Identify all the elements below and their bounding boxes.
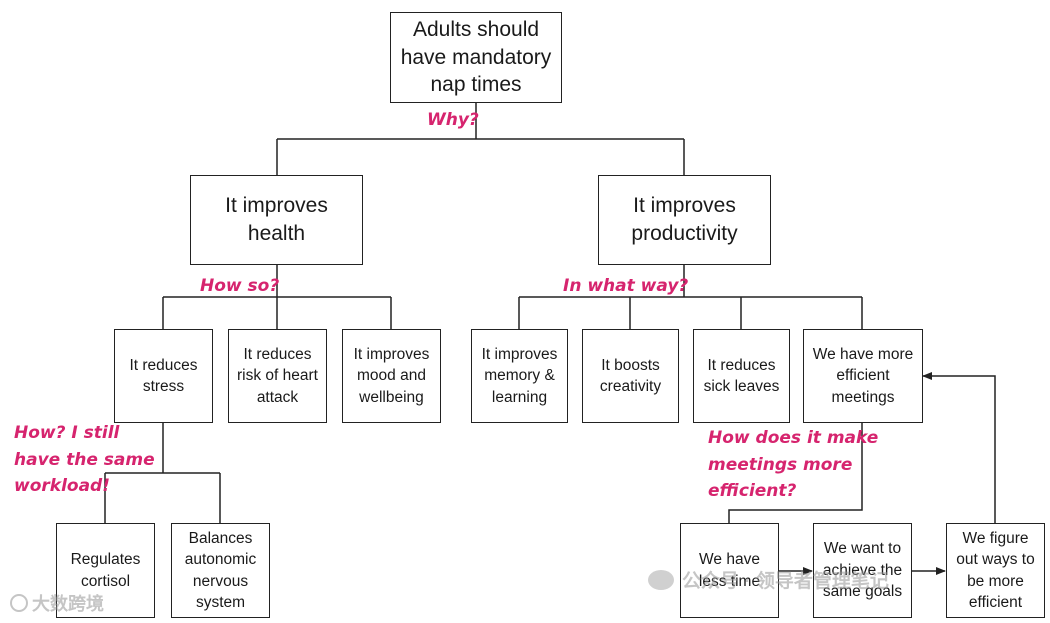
node-figure-out-ways: We figure out ways to be more efficient [946,523,1045,618]
root-node: Adults should have mandatory nap times [390,12,562,103]
node-balances-autonomic: Balances autonomic nervous system [171,523,270,618]
connector-root-to-branches [276,103,685,175]
question-how-workload: How? I still have the same workload! [14,423,155,497]
wechat-icon [648,570,674,590]
node-improves-mood: It improves mood and wellbeing [342,329,441,423]
connector-meetings-to-less-time [728,423,863,523]
node-efficient-meetings: We have more efficient meetings [803,329,923,423]
node-less-time: We have less time [680,523,779,618]
node-improves-memory: It improves memory & learning [471,329,568,423]
watermark-left-logo-icon [10,594,28,612]
node-same-goals: We want to achieve the same goals [813,523,912,618]
watermark-left-text: 大数跨境 [32,594,104,614]
connector-stress-to-children [104,423,221,523]
node-boosts-creativity: It boosts creativity [582,329,679,423]
node-reduces-stress: It reduces stress [114,329,213,423]
connector-figure-out-to-meetings [922,372,996,523]
watermark-left: 大数跨境 [10,590,104,616]
node-improves-productivity: It improves productivity [598,175,771,265]
node-regulates-cortisol: Regulates cortisol [56,523,155,618]
question-why: Why? [427,110,479,130]
node-reduces-heart-attack-risk: It reduces risk of heart attack [228,329,327,423]
question-how-so: How so? [200,276,280,296]
node-improves-health: It improves health [190,175,363,265]
node-reduces-sick-leaves: It reduces sick leaves [693,329,790,423]
connector-health-to-children [162,265,392,329]
connector-productivity-to-children [518,265,863,329]
question-how-meetings: How does it make meetings more efficient… [708,428,879,502]
watermark-right: 公众号 · 领导者管理笔记 [648,566,889,593]
watermark-right-text: 公众号 · 领导者管理笔记 [682,571,889,592]
question-in-what-way: In what way? [563,276,689,296]
